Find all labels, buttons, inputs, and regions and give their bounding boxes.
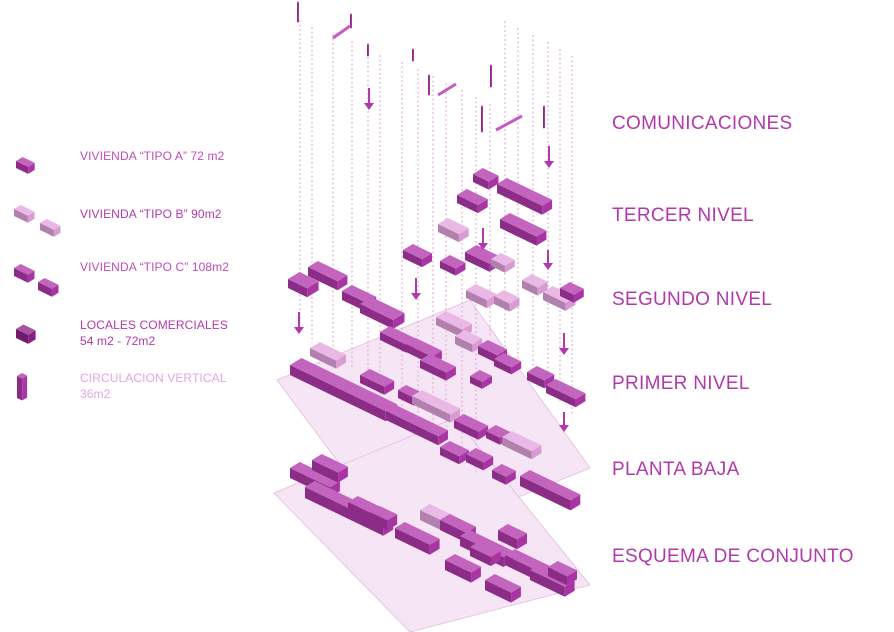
level-1-block [310,342,346,369]
ground-floor-block [454,414,489,440]
level-label-primer-nivel: PRIMER NIVEL [612,373,750,394]
tower-block [412,48,414,62]
ground-floor-block [492,464,516,485]
block-commercial-icon [16,324,36,344]
level-label-comunicaciones: COMUNICACIONES [612,113,793,134]
down-arrow-icon [478,228,488,250]
ensemble-block [498,524,527,550]
legend-block [16,324,36,344]
level-1-block [470,370,492,389]
level-3-block [491,253,515,273]
tower-block [481,105,483,133]
level-3-block [473,168,499,190]
down-arrow-icon [364,88,374,110]
level-3-block [457,189,488,214]
ensemble-block [370,506,398,531]
legend-type-a-label: VIVIENDA “TIPO A” 72 m2 [80,149,225,163]
legend-type-b-label: VIVIENDA “TIPO B” 90m2 [80,207,222,221]
legend-block [40,219,61,237]
ground-floor-block [466,448,494,471]
level-1-block [420,354,456,381]
down-arrow-icon [294,312,304,334]
level-2-block [308,261,348,291]
legend-circulation-label-line1: CIRCULACION VERTICAL [80,371,227,385]
tower-block [350,13,352,29]
level-2-block [560,282,584,303]
level-label-tercer-nivel: TERCER NIVEL [612,205,754,226]
block-type-c-icon [14,264,59,297]
level-3-block [497,178,553,215]
ground-floor-block [502,431,542,460]
down-arrow-icon [559,333,569,355]
tower-block [428,74,430,96]
tower-block [367,43,369,57]
ensemble-block [470,541,501,567]
building-blocks [288,1,586,603]
level-2-block [455,330,483,353]
ensemble-block [312,454,348,483]
legend-block [14,205,35,223]
tower-block [490,64,492,88]
block-type-a-icon [16,157,35,174]
ground-floor-block [412,390,461,423]
legend-commercial-label-line1: LOCALES COMERCIALES [80,318,228,332]
level-3-block [440,255,466,276]
down-arrow-icon [559,412,569,432]
tower-block [543,105,545,129]
ensemble-block [445,554,481,583]
legend-commercial-label-line2: 54 m2 - 72m2 [80,334,156,348]
down-arrow-icon [411,278,421,300]
legend-circulation-label-line2: 36m2 [80,387,111,401]
ground-floor-block [360,369,395,395]
level-arrows [294,88,569,432]
ensemble-block [485,574,521,603]
level-3-block [403,244,432,268]
level-3-block [500,213,547,246]
level-2-block [288,272,319,298]
ensemble-block [548,561,577,586]
ground-floor-block [386,405,448,446]
down-arrow-icon [543,250,553,270]
legend-block [17,373,28,401]
tower-block [297,1,299,23]
level-1-block [494,353,522,375]
level-2-block [494,290,520,312]
legend-block [16,157,35,174]
legend-block [14,264,35,283]
block-type-b-icon [14,205,61,237]
tower-icon [17,373,28,401]
level-2-block [522,274,548,296]
level-3-block [438,218,469,243]
level-1-block [546,379,586,408]
legend-type-c-label: VIVIENDA “TIPO C” 108m2 [80,260,230,274]
legend-block [38,278,59,297]
down-arrow-icon [544,146,554,168]
level-label-esquema-de-conjunto: ESQUEMA DE CONJUNTO [612,546,854,567]
ensemble-block [395,522,440,555]
level-label-segundo-nivel: SEGUNDO NIVEL [612,289,773,310]
ground-floor-block [520,470,581,511]
level-2-block [360,297,405,329]
level-label-planta-baja: PLANTA BAJA [612,459,740,480]
